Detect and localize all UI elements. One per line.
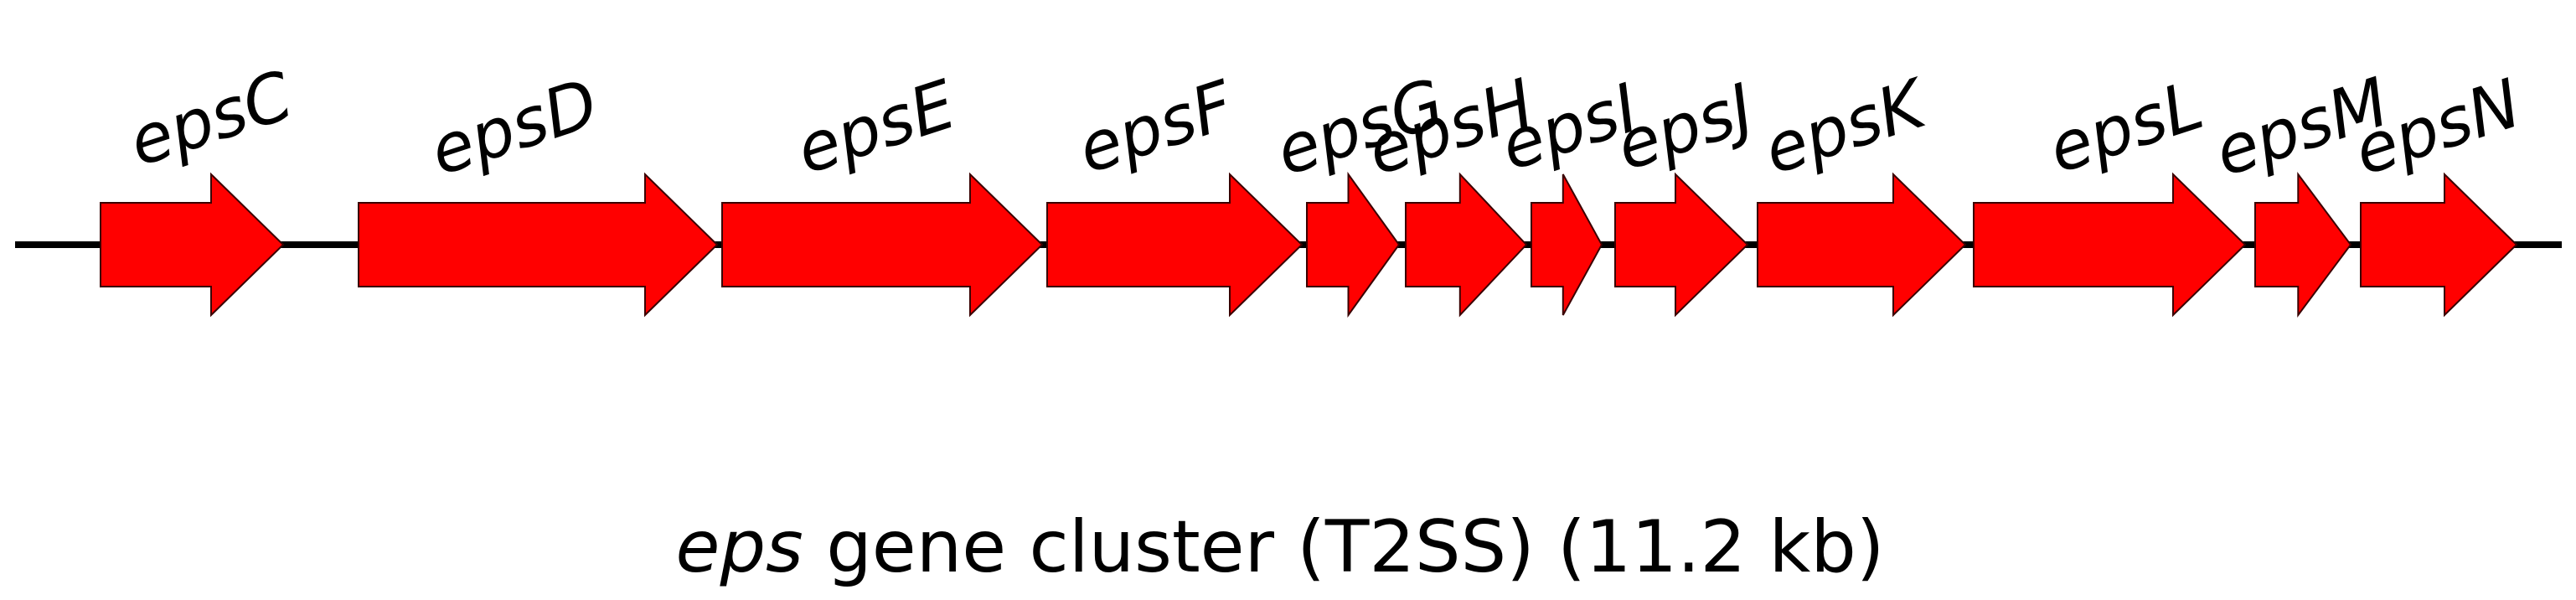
caption-rest: gene cluster (T2SS) (11.2 kb) [803,505,1885,589]
gene-arrows [100,171,2518,318]
gene-label-epsL: epsL [2040,66,2212,189]
gene-arrow-epsH [1405,172,1528,318]
gene-label-epsF: epsF [1069,65,1243,189]
gene-label-epsJ: epsJ [1608,69,1763,186]
gene-arrow-epsJ [1614,172,1749,318]
gene-label-epsC: epsC [120,56,302,182]
gene-arrow-epsF [1046,172,1303,318]
gene-label-epsE: epsE [787,65,965,189]
gene-arrow-epsK [1757,172,1967,318]
gene-arrow-epsC [100,172,285,318]
caption-italic-part: eps [676,505,803,589]
gene-arrow-epsM [2254,171,2352,318]
gene-label-epsD: epsD [421,64,607,190]
gene-arrow-epsG [1306,171,1401,318]
gene-arrow-epsL [1973,172,2247,318]
gene-arrow-epsE [721,172,1044,318]
gene-label-epsK: epsK [1755,64,1938,189]
gene-arrow-epsD [358,172,719,318]
gene-arrow-epsN [2360,172,2518,318]
diagram-caption: eps gene cluster (T2SS) (11.2 kb) [676,505,1885,589]
gene-arrow-epsI [1531,173,1603,316]
